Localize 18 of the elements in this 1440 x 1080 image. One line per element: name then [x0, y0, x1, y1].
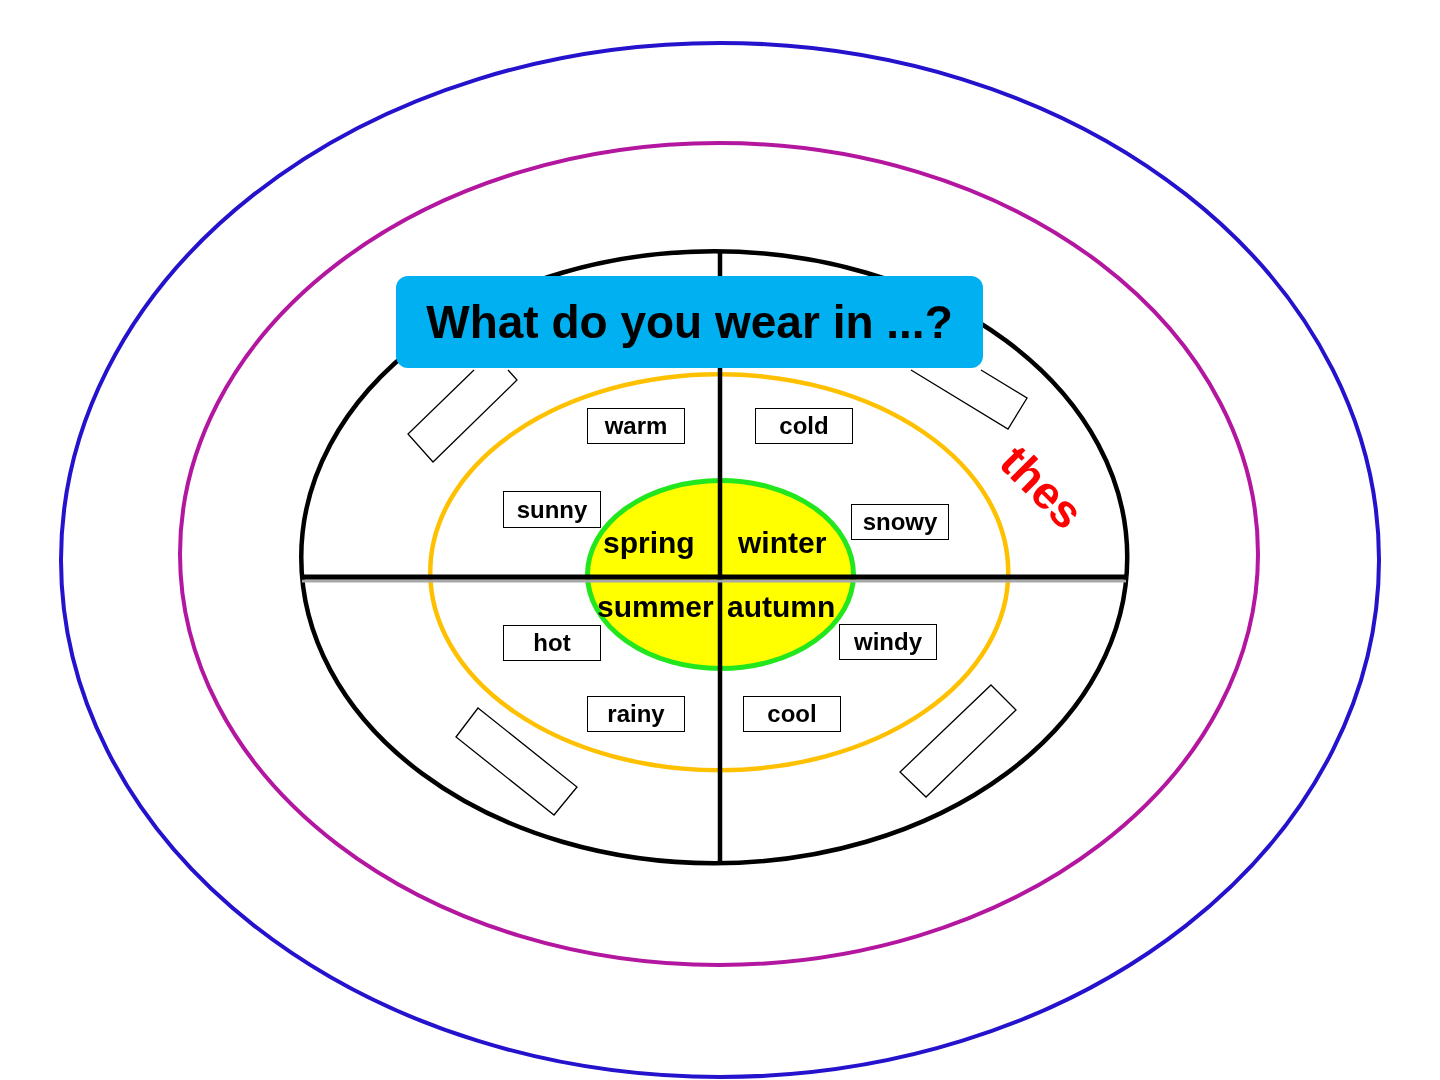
word-card: cool: [743, 696, 841, 732]
answer-box: [910, 369, 1028, 430]
answer-box: [407, 369, 518, 463]
word-card: sunny: [503, 491, 601, 528]
season-label: spring: [603, 528, 695, 558]
title-banner: What do you wear in ...?: [396, 276, 983, 368]
season-label: autumn: [727, 592, 836, 622]
word-card: cold: [755, 408, 853, 444]
word-card: rainy: [587, 696, 685, 732]
word-card: windy: [839, 624, 937, 660]
answer-box: [899, 684, 1017, 798]
outer-ellipse: [59, 41, 1381, 1079]
answer-box: [455, 707, 578, 816]
word-card: hot: [503, 625, 601, 661]
word-card: snowy: [851, 504, 949, 540]
season-label: winter: [738, 528, 827, 558]
word-card: warm: [587, 408, 685, 444]
season-label: summer: [597, 592, 714, 622]
